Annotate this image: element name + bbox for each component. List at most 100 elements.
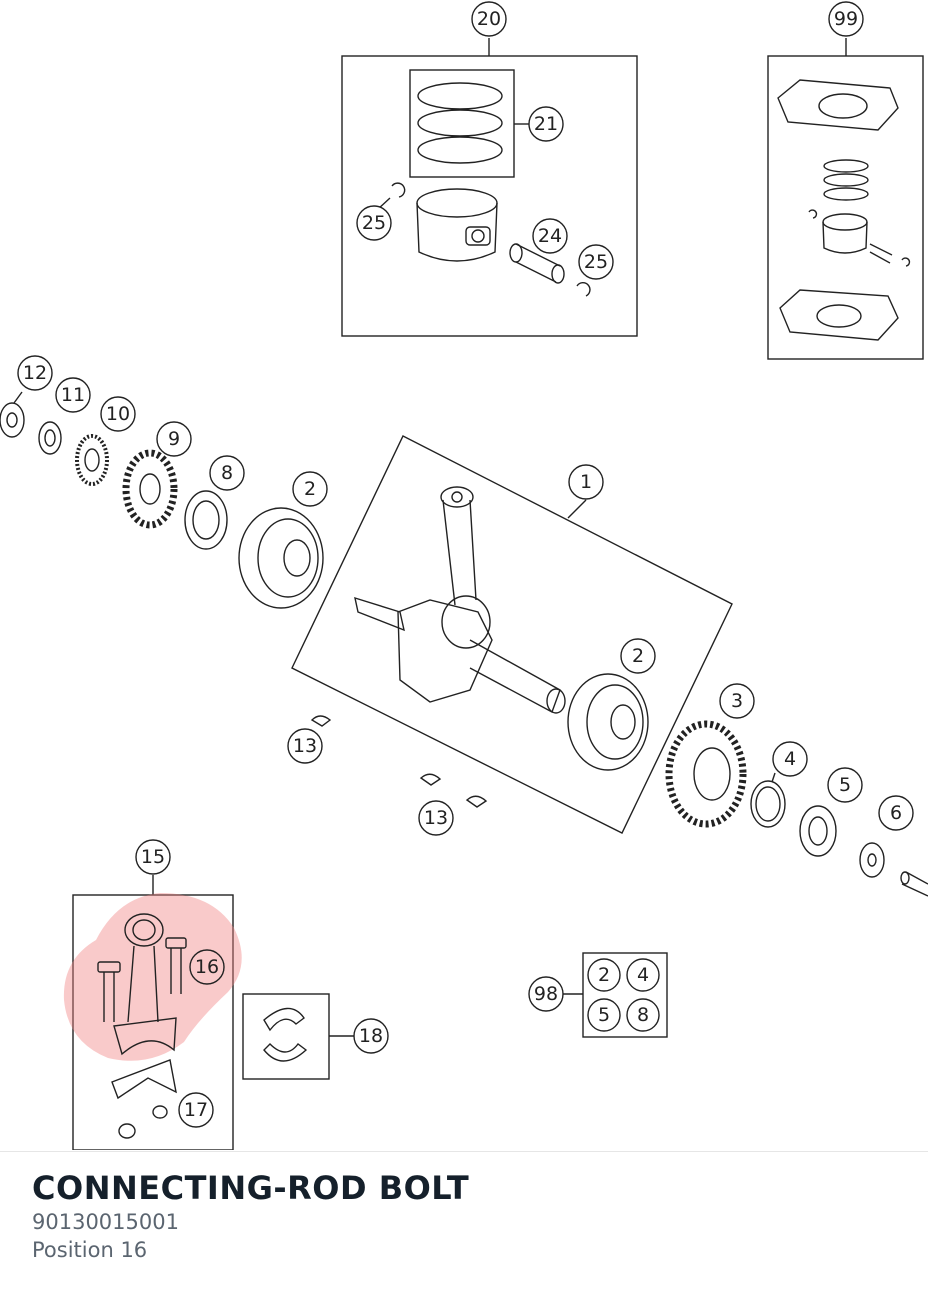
crankshaft-box xyxy=(291,435,733,834)
callout-16-label: 16 xyxy=(195,956,219,978)
callout-21[interactable] xyxy=(528,106,564,142)
callout-8[interactable] xyxy=(209,455,245,491)
callout-25-label: 25 xyxy=(362,212,386,234)
callout-15-label: 15 xyxy=(141,846,165,868)
kit-98-label: 8 xyxy=(637,1004,649,1026)
callout-13[interactable] xyxy=(418,800,454,836)
kit-98-callout[interactable] xyxy=(587,998,621,1032)
kit-rings xyxy=(823,159,869,201)
part-title: CONNECTING-ROD BOLT xyxy=(32,1169,470,1207)
callout-17[interactable] xyxy=(178,1092,214,1128)
callout-8-label: 8 xyxy=(221,462,233,484)
nut-5 xyxy=(799,805,837,857)
rod-bolt-16 xyxy=(97,937,187,1022)
callout-13[interactable] xyxy=(287,728,323,764)
callout-25[interactable] xyxy=(356,205,392,241)
kit-98-label: 2 xyxy=(598,964,610,986)
callout-3[interactable] xyxy=(719,683,755,719)
kit-98-box xyxy=(582,952,668,1038)
callout-20[interactable] xyxy=(471,1,507,37)
kit-98-callout[interactable] xyxy=(626,958,660,992)
piston-group-box xyxy=(341,55,638,337)
bearing-shell xyxy=(263,1043,308,1062)
kit-98-label: 5 xyxy=(598,1004,610,1026)
callout-4-label: 4 xyxy=(784,748,796,770)
part-number: 90130015001 xyxy=(32,1210,179,1234)
nut-12 xyxy=(0,402,25,438)
bearing-shells-box xyxy=(242,993,330,1080)
info-divider xyxy=(0,1151,928,1152)
callout-18-label: 18 xyxy=(359,1025,383,1047)
kit-98-label: 4 xyxy=(637,964,649,986)
seal-8 xyxy=(184,490,228,550)
top-end-kit-box xyxy=(767,55,924,360)
woodruff-key xyxy=(310,715,332,727)
callout-2-label: 2 xyxy=(304,478,316,500)
callout-12[interactable] xyxy=(17,355,53,391)
connecting-rod xyxy=(113,913,177,1056)
kit-98-callout[interactable] xyxy=(626,998,660,1032)
piston xyxy=(416,188,498,262)
callout-2[interactable] xyxy=(292,471,328,507)
callout-11-label: 11 xyxy=(61,384,85,406)
bearing-shell xyxy=(263,1007,305,1032)
callout-10-label: 10 xyxy=(106,403,130,425)
kit-piston xyxy=(822,213,868,254)
callout-12-label: 12 xyxy=(23,362,47,384)
gear-10 xyxy=(75,434,109,486)
callout-6[interactable] xyxy=(878,795,914,831)
callout-99-label: 99 xyxy=(834,8,858,30)
callout-24-label: 24 xyxy=(538,225,562,247)
callout-3-label: 3 xyxy=(731,690,743,712)
crankshaft xyxy=(354,486,566,714)
washer-6 xyxy=(859,842,885,878)
washer-4 xyxy=(750,780,786,828)
callout-6-label: 6 xyxy=(890,802,902,824)
woodruff-key xyxy=(465,795,488,808)
gear-9 xyxy=(122,449,178,529)
callout-24[interactable] xyxy=(532,218,568,254)
base-gasket xyxy=(779,289,899,341)
callout-16[interactable] xyxy=(189,949,225,985)
callout-5-label: 5 xyxy=(839,774,851,796)
part-info-panel: CONNECTING-ROD BOLT 90130015001 Position… xyxy=(32,1168,469,1264)
kit-98-callout[interactable] xyxy=(587,958,621,992)
callout-25-label: 25 xyxy=(584,251,608,273)
rod-cap xyxy=(111,1059,177,1100)
callout-13-label: 13 xyxy=(293,735,317,757)
bearing-2-left xyxy=(238,507,324,609)
callout-10[interactable] xyxy=(100,396,136,432)
callout-1[interactable] xyxy=(568,464,604,500)
bearing-2-right xyxy=(567,673,649,771)
callout-18[interactable] xyxy=(353,1018,389,1054)
part-position: Position 16 xyxy=(32,1238,148,1262)
circlip xyxy=(391,182,406,198)
callout-21-label: 21 xyxy=(534,113,558,135)
rod-nut-17 xyxy=(118,1105,168,1139)
callout-11[interactable] xyxy=(55,377,91,413)
piston-rings-box xyxy=(409,69,515,178)
callout-1-label: 1 xyxy=(580,471,592,493)
shaft-pin xyxy=(901,871,928,897)
callout-25[interactable] xyxy=(578,244,614,280)
exploded-parts-diagram: 20 21 25 24 25 99 12 11 10 9 8 2 1 2 3 4… xyxy=(0,1,928,1150)
callout-13-label: 13 xyxy=(424,807,448,829)
callout-5[interactable] xyxy=(827,767,863,803)
circlip xyxy=(576,282,591,297)
callout-4[interactable] xyxy=(772,741,808,777)
callout-2[interactable] xyxy=(620,638,656,674)
callout-98-label: 98 xyxy=(534,983,558,1005)
callout-17-label: 17 xyxy=(184,1099,208,1121)
head-gasket xyxy=(777,79,899,131)
callout-9[interactable] xyxy=(156,421,192,457)
piston-rings xyxy=(417,82,503,164)
callout-15[interactable] xyxy=(135,839,171,875)
woodruff-key xyxy=(419,773,442,786)
callout-98[interactable] xyxy=(528,976,564,1012)
callout-2-label: 2 xyxy=(632,645,644,667)
washer-11 xyxy=(38,421,62,455)
callout-9-label: 9 xyxy=(168,428,180,450)
callout-99[interactable] xyxy=(828,1,864,37)
callout-20-label: 20 xyxy=(477,8,501,30)
piston-pin xyxy=(509,243,565,284)
